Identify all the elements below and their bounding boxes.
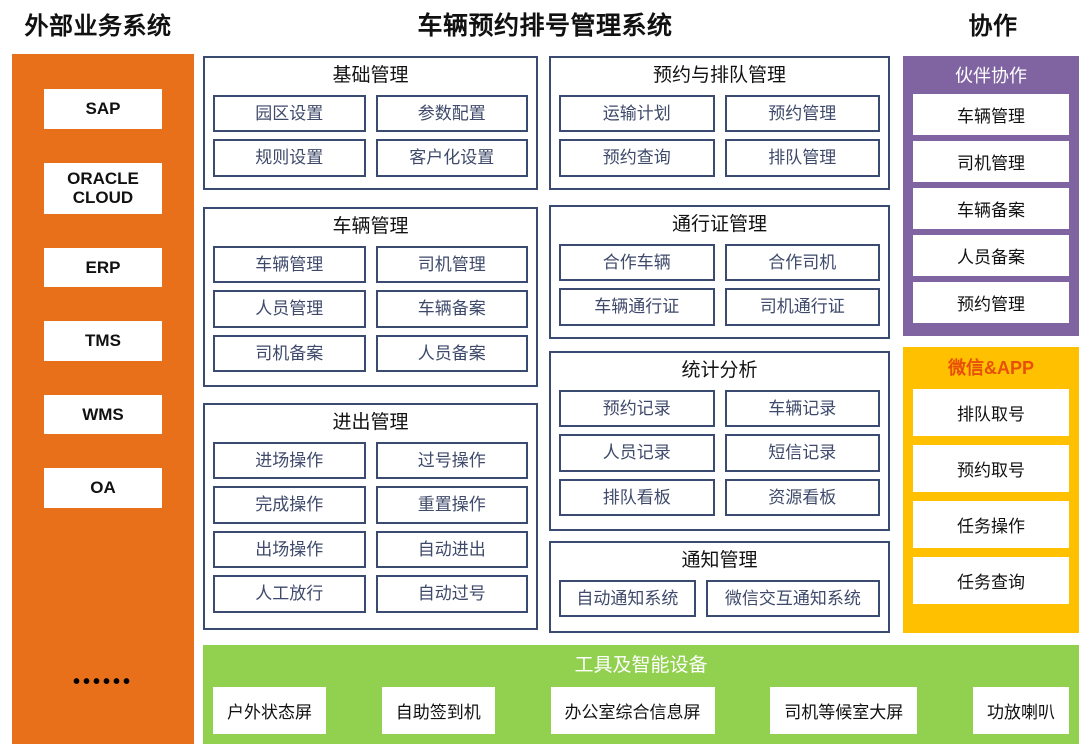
module-item-partner-driver[interactable]: 合作司机 [724,243,880,282]
tools-items-row: 户外状态屏 自助签到机 办公室综合信息屏 司机等候室大屏 功放喇叭 [213,687,1069,734]
panel-vehicle-management: 车辆管理 车辆管理 司机管理 人员管理 车辆备案 司机备案 人员备案 [203,207,538,387]
external-system-chip-sap[interactable]: SAP [44,89,162,129]
tool-item-amplifier-speaker[interactable]: 功放喇叭 [973,687,1069,734]
partner-collaboration-title: 伙伴协作 [955,66,1027,86]
module-item-park-setting[interactable]: 园区设置 [213,94,366,133]
module-item-rule-setting[interactable]: 规则设置 [213,139,366,177]
more-systems-ellipsis-icon: •••••• [72,671,133,693]
panel-notification-management: 通知管理 自动通知系统 微信交互通知系统 [549,541,890,633]
module-item-reset-operation[interactable]: 重置操作 [375,486,528,524]
tools-and-smart-devices-bar: 工具及智能设备 户外状态屏 自助签到机 办公室综合信息屏 司机等候室大屏 功放喇… [203,645,1079,744]
panel-basic-management: 基础管理 园区设置 参数配置 规则设置 客户化设置 [203,56,538,190]
panel-items-entry-exit-management: 进场操作 过号操作 完成操作 重置操作 出场操作 自动进出 人工放行 自动过号 [213,441,528,613]
app-item-queue-ticket[interactable]: 排队取号 [913,389,1069,436]
panel-booking-queue-management: 预约与排队管理 运输计划 预约管理 预约查询 排队管理 [549,56,890,190]
external-system-chip-oa[interactable]: OA [44,468,162,508]
module-item-auto-entry-exit[interactable]: 自动进出 [375,530,528,569]
panel-title-statistics-analysis: 统计分析 [681,360,758,381]
module-item-auto-skip-number[interactable]: 自动过号 [375,575,528,613]
module-item-vehicle-management[interactable]: 车辆管理 [213,245,366,284]
module-item-booking-records[interactable]: 预约记录 [559,389,715,428]
module-item-sms-records[interactable]: 短信记录 [724,434,880,472]
panel-title-booking-queue-management: 预约与排队管理 [652,65,786,86]
tool-item-outdoor-status-screen[interactable]: 户外状态屏 [213,687,326,734]
module-item-queue-dashboard[interactable]: 排队看板 [559,478,715,517]
module-item-transport-plan[interactable]: 运输计划 [559,94,715,133]
external-system-chip-tms[interactable]: TMS [44,321,162,361]
module-item-vehicle-pass[interactable]: 车辆通行证 [559,288,715,326]
collaboration-heading: 协作 [968,13,1018,40]
app-item-task-operation[interactable]: 任务操作 [913,501,1069,548]
external-systems-column: SAP ORACLE CLOUD ERP TMS WMS OA •••••• [12,54,194,744]
module-item-personnel-management[interactable]: 人员管理 [213,290,366,328]
module-item-wechat-interactive-notification-system[interactable]: 微信交互通知系统 [705,579,880,618]
module-item-vehicle-records[interactable]: 车辆记录 [724,389,880,428]
panel-items-statistics-analysis: 预约记录 车辆记录 人员记录 短信记录 排队看板 资源看板 [559,389,880,517]
wechat-app-channel-title: 微信&APP [947,358,1034,378]
panel-pass-management: 通行证管理 合作车辆 合作司机 车辆通行证 司机通行证 [549,205,890,339]
module-item-entry-operation[interactable]: 进场操作 [213,441,366,480]
module-item-partner-vehicle[interactable]: 合作车辆 [559,243,715,282]
panel-items-notification-management: 自动通知系统 微信交互通知系统 [559,579,880,618]
module-item-auto-notification-system[interactable]: 自动通知系统 [559,579,696,618]
panel-items-booking-queue-management: 运输计划 预约管理 预约查询 排队管理 [559,94,880,177]
module-item-personnel-records[interactable]: 人员记录 [559,434,715,472]
module-item-queue-management[interactable]: 排队管理 [724,139,880,177]
tools-and-smart-devices-title: 工具及智能设备 [574,655,708,676]
tool-item-driver-waiting-room-screen[interactable]: 司机等候室大屏 [770,687,918,734]
panel-title-notification-management: 通知管理 [681,550,758,571]
external-systems-heading: 外部业务系统 [24,13,172,40]
panel-items-pass-management: 合作车辆 合作司机 车辆通行证 司机通行证 [559,243,880,326]
module-item-booking-management[interactable]: 预约管理 [724,94,880,133]
module-item-customization-setting[interactable]: 客户化设置 [375,139,528,177]
collaboration-item-vehicle-record[interactable]: 车辆备案 [913,188,1069,229]
module-item-personnel-record[interactable]: 人员备案 [375,334,528,373]
app-item-task-query[interactable]: 任务查询 [913,557,1069,604]
panel-statistics-analysis: 统计分析 预约记录 车辆记录 人员记录 短信记录 排队看板 资源看板 [549,351,890,531]
app-item-booking-ticket[interactable]: 预约取号 [913,445,1069,492]
partner-collaboration-block: 伙伴协作 车辆管理 司机管理 车辆备案 人员备案 预约管理 [903,56,1079,336]
external-system-chip-erp[interactable]: ERP [44,247,162,288]
module-item-complete-operation[interactable]: 完成操作 [213,486,366,524]
wechat-app-channel-block: 微信&APP 排队取号 预约取号 任务操作 任务查询 [903,347,1079,633]
external-system-chip-wms[interactable]: WMS [44,394,162,435]
external-system-chip-oracle-cloud[interactable]: ORACLE CLOUD [44,162,162,214]
panel-title-pass-management: 通行证管理 [671,214,767,235]
module-item-driver-record[interactable]: 司机备案 [213,334,366,373]
collaboration-item-booking-management[interactable]: 预约管理 [913,282,1069,323]
collaboration-item-vehicle-management[interactable]: 车辆管理 [913,94,1069,135]
module-item-parameter-config[interactable]: 参数配置 [375,94,528,133]
module-item-manual-release[interactable]: 人工放行 [213,575,366,613]
collaboration-item-personnel-record[interactable]: 人员备案 [913,235,1069,276]
tool-item-self-service-checkin-machine[interactable]: 自助签到机 [381,687,495,734]
module-item-vehicle-record[interactable]: 车辆备案 [375,290,528,328]
panel-items-basic-management: 园区设置 参数配置 规则设置 客户化设置 [213,94,528,177]
module-item-driver-management[interactable]: 司机管理 [375,245,528,284]
module-item-resource-dashboard[interactable]: 资源看板 [724,478,880,517]
panel-title-entry-exit-management: 进出管理 [332,412,409,433]
panel-items-vehicle-management: 车辆管理 司机管理 人员管理 车辆备案 司机备案 人员备案 [213,245,528,373]
collaboration-item-driver-management[interactable]: 司机管理 [913,141,1069,182]
module-item-driver-pass[interactable]: 司机通行证 [724,288,880,326]
module-item-skip-number-operation[interactable]: 过号操作 [375,441,528,480]
panel-title-basic-management: 基础管理 [332,65,409,86]
main-system-heading: 车辆预约排号管理系统 [417,12,673,40]
panel-title-vehicle-management: 车辆管理 [332,216,409,237]
panel-entry-exit-management: 进出管理 进场操作 过号操作 完成操作 重置操作 出场操作 自动进出 人工放行 … [203,403,538,630]
module-item-exit-operation[interactable]: 出场操作 [213,530,366,569]
tool-item-office-information-screen[interactable]: 办公室综合信息屏 [550,687,715,734]
module-item-booking-query[interactable]: 预约查询 [559,139,715,177]
